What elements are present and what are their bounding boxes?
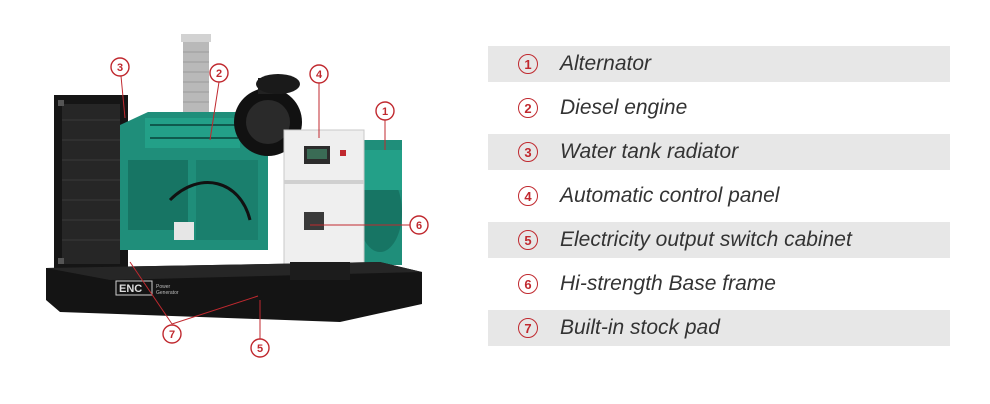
svg-text:ENC: ENC bbox=[119, 283, 142, 295]
legend-label: Electricity output switch cabinet bbox=[560, 228, 852, 251]
legend-item-water-tank-radiator: 3 Water tank radiator bbox=[488, 134, 950, 170]
legend-item-switch-cabinet: 5 Electricity output switch cabinet bbox=[488, 222, 950, 258]
callout-4: 4 bbox=[309, 64, 329, 84]
svg-text:3: 3 bbox=[117, 62, 123, 74]
legend-number: 6 bbox=[518, 274, 538, 294]
legend-label: Automatic control panel bbox=[560, 184, 780, 207]
brand-logo: ENC Power Generator bbox=[115, 280, 179, 296]
svg-text:1: 1 bbox=[382, 106, 388, 118]
legend-label: Diesel engine bbox=[560, 96, 688, 119]
legend-label: Built-in stock pad bbox=[560, 316, 720, 339]
exhaust-pipe bbox=[181, 34, 211, 116]
legend-label: Water tank radiator bbox=[560, 140, 739, 163]
callout-7: 7 bbox=[162, 324, 182, 344]
legend-number: 7 bbox=[518, 318, 538, 338]
legend-item-stock-pad: 7 Built-in stock pad bbox=[488, 310, 950, 346]
radiator bbox=[54, 95, 128, 275]
leader-lines bbox=[120, 75, 416, 339]
svg-text:Power: Power bbox=[156, 284, 171, 290]
callout-5: 5 bbox=[250, 338, 270, 358]
legend-item-alternator: 1 Alternator bbox=[488, 46, 950, 82]
generator-illustration: ENC Power Generator 1 2 3 bbox=[46, 34, 429, 358]
callout-6: 6 bbox=[409, 215, 429, 235]
legend-number: 1 bbox=[518, 54, 538, 74]
legend-label: Hi-strength Base frame bbox=[560, 272, 776, 295]
legend-number: 2 bbox=[518, 98, 538, 118]
svg-text:2: 2 bbox=[216, 68, 222, 80]
legend-item-diesel-engine: 2 Diesel engine bbox=[488, 90, 950, 126]
svg-text:7: 7 bbox=[169, 329, 175, 341]
legend-list: 1 Alternator 2 Diesel engine 3 Water tan… bbox=[488, 46, 950, 354]
base-frame bbox=[46, 262, 422, 322]
legend-number: 5 bbox=[518, 230, 538, 250]
diesel-engine bbox=[120, 112, 268, 250]
air-filter bbox=[234, 74, 302, 156]
svg-text:5: 5 bbox=[257, 343, 263, 355]
legend-item-automatic-control-panel: 4 Automatic control panel bbox=[488, 178, 950, 214]
control-panel-cabinet bbox=[283, 129, 365, 271]
svg-text:Generator: Generator bbox=[156, 290, 179, 296]
svg-text:4: 4 bbox=[316, 69, 323, 81]
callout-2: 2 bbox=[209, 63, 229, 83]
legend-label: Alternator bbox=[560, 52, 652, 75]
callout-1: 1 bbox=[375, 101, 395, 121]
callout-3: 3 bbox=[110, 57, 130, 77]
legend-item-base-frame: 6 Hi-strength Base frame bbox=[488, 266, 950, 302]
legend-number: 4 bbox=[518, 186, 538, 206]
legend-number: 3 bbox=[518, 142, 538, 162]
svg-text:6: 6 bbox=[416, 220, 422, 232]
